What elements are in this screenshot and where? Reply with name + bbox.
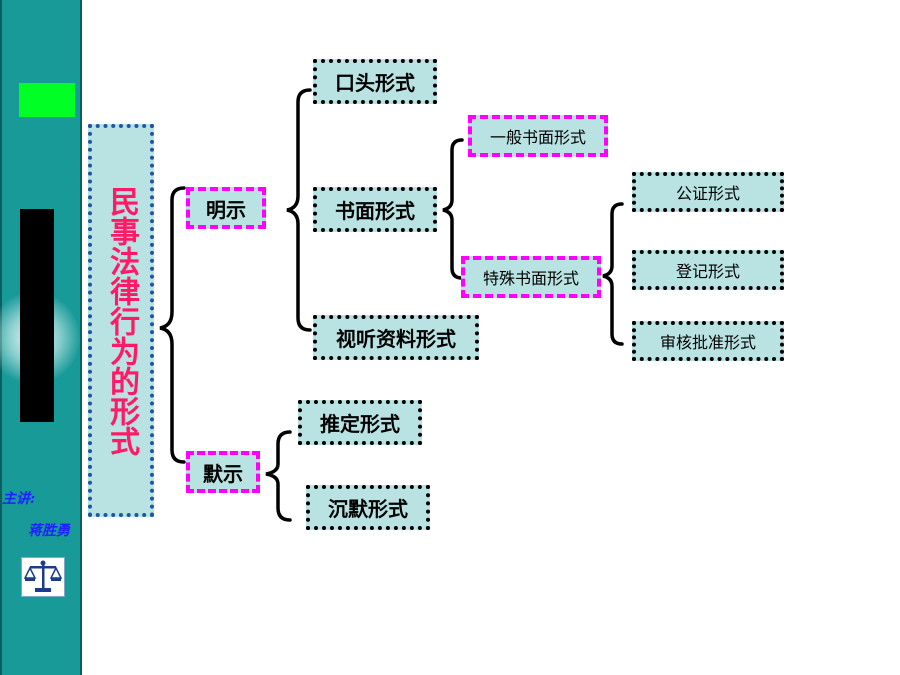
general-written-node: 一般书面形式 <box>468 115 608 157</box>
green-marker <box>19 83 75 117</box>
approval-node: 审核批准形式 <box>632 321 784 361</box>
root-brace <box>159 186 186 464</box>
lecturer-label: 主讲: <box>2 491 36 507</box>
audiovisual-form-node: 视听资料形式 <box>313 315 479 360</box>
root-title: 民事法律行为的形式 <box>104 185 139 456</box>
special-brace <box>602 202 624 346</box>
root-node: 民事法律行为的形式 <box>88 124 154 517</box>
notarization-node: 公证形式 <box>632 172 784 212</box>
special-written-node: 特殊书面形式 <box>461 256 601 298</box>
explicit-brace <box>286 88 312 332</box>
explicit-node: 明示 <box>186 187 266 229</box>
black-bar <box>20 209 54 422</box>
lecturer-name: 蒋胜勇 <box>28 523 70 539</box>
implicit-brace <box>265 430 292 522</box>
silence-form-node: 沉默形式 <box>306 485 430 530</box>
written-brace <box>442 138 464 280</box>
presumed-form-node: 推定形式 <box>298 400 422 445</box>
sidebar: 主讲: 蒋胜勇 <box>0 0 82 675</box>
implicit-node: 默示 <box>186 451 260 493</box>
written-form-node: 书面形式 <box>313 187 437 232</box>
registration-node: 登记形式 <box>632 250 784 290</box>
scales-of-justice-icon <box>21 557 65 597</box>
oral-form-node: 口头形式 <box>313 59 437 104</box>
